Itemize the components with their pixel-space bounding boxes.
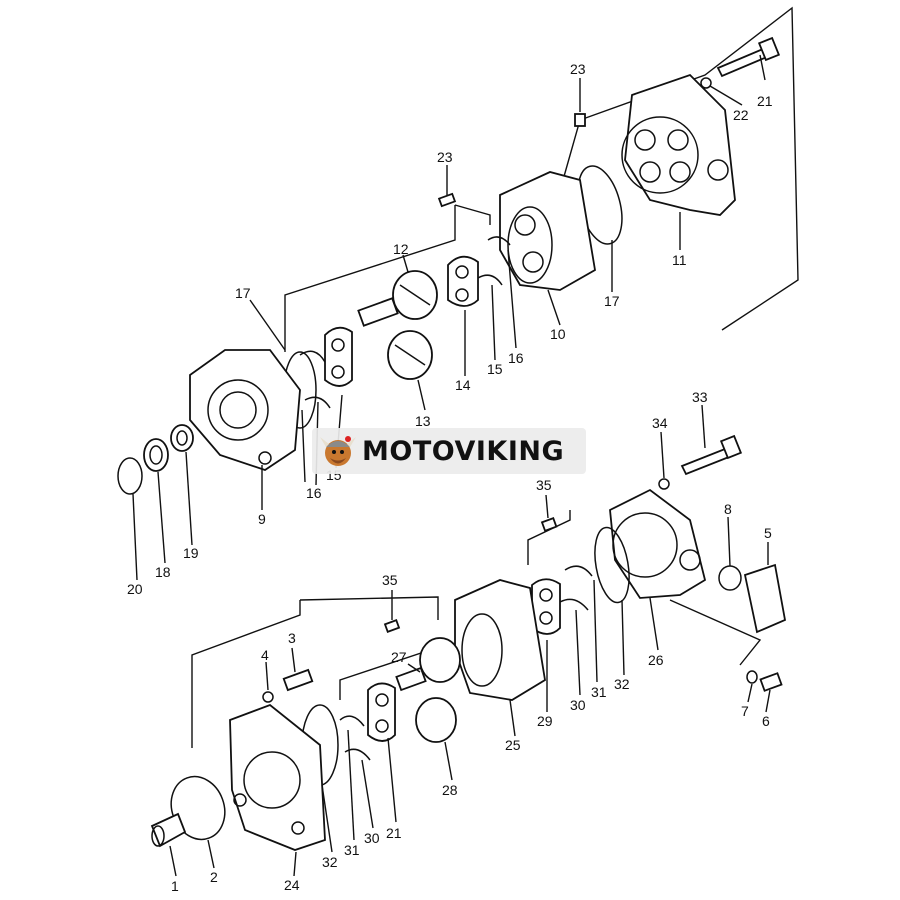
seal-15-front (304, 396, 331, 409)
part-label: 8 (724, 501, 732, 517)
part-label: 17 (604, 293, 620, 309)
part-label: 31 (344, 842, 360, 858)
wear-plate-front (324, 326, 353, 387)
bolt-21 (716, 36, 781, 78)
part-label: 25 (505, 737, 521, 753)
wear-plate-29 (531, 578, 561, 635)
part-label: 31 (591, 684, 607, 700)
part-label: 24 (284, 877, 300, 893)
part-label: 35 (536, 477, 552, 493)
ring-34 (658, 478, 670, 490)
brand-watermark: MOTOVIKING (312, 428, 586, 474)
seal-16-upper (487, 236, 511, 246)
drive-gear-27 (395, 637, 461, 692)
part-label: 22 (733, 107, 749, 123)
lower-bracket-lines (191, 510, 762, 748)
part-label: 13 (415, 413, 431, 429)
part-label: 20 (127, 581, 143, 597)
part-label: 21 (386, 825, 402, 841)
part-label: 1 (171, 878, 179, 894)
wear-plate-21 (367, 682, 396, 742)
part-label: 4 (261, 647, 269, 663)
part-label: 11 (672, 252, 687, 268)
leader-lines (132, 54, 771, 877)
oil-seal-18 (143, 438, 169, 472)
viking-logo-icon (320, 436, 356, 466)
bolt-3 (282, 668, 314, 692)
part-label: 29 (537, 713, 553, 729)
part-label: 3 (288, 630, 296, 646)
seal-16-front (299, 350, 326, 363)
part-label: 6 (762, 713, 770, 729)
wear-plate-14 (447, 255, 479, 307)
washer-4 (262, 691, 274, 703)
part-label: 28 (442, 782, 458, 798)
part-label: 23 (570, 61, 586, 77)
lower-part-labels: 33 34 35 8 5 35 3 4 27 26 29 30 31 32 25… (171, 389, 772, 894)
part-label: 9 (258, 511, 266, 527)
part-label: 12 (393, 241, 409, 257)
part-label: 10 (550, 326, 566, 342)
seal-31-rear (564, 565, 593, 577)
part-label: 27 (391, 649, 407, 665)
upper-part-labels: 23 21 22 23 11 17 12 10 17 14 15 16 13 9… (127, 61, 773, 597)
snap-ring-20 (117, 457, 143, 495)
part-label: 32 (614, 676, 630, 692)
part-label: 21 (757, 93, 773, 109)
part-label: 16 (306, 485, 322, 501)
washer-7 (746, 670, 758, 684)
part-label: 32 (322, 854, 338, 870)
front-cover-9 (189, 349, 301, 471)
pin-23-front (437, 192, 457, 208)
cover-plate-5 (743, 563, 787, 634)
bolt-33 (680, 434, 743, 476)
part-label: 5 (764, 525, 772, 541)
drive-gear-12 (357, 270, 438, 327)
seal-31-front (339, 715, 365, 727)
part-label: 18 (155, 564, 171, 580)
flange-24 (229, 703, 326, 851)
part-label: 33 (692, 389, 708, 405)
oring-8 (718, 565, 742, 591)
part-label: 2 (210, 869, 218, 885)
part-label: 17 (235, 285, 251, 301)
ring-19 (170, 424, 194, 452)
part-label: 14 (455, 377, 471, 393)
pin-35-rear (540, 517, 558, 532)
gear-housing-10 (499, 171, 596, 291)
rear-cover-11 (621, 73, 736, 216)
part-label: 35 (382, 572, 398, 588)
seal-30-rear (559, 598, 589, 611)
gear-housing-25 (454, 579, 546, 701)
driven-gear-28 (415, 697, 457, 743)
sleeve-1 (150, 812, 187, 848)
part-label: 30 (570, 697, 586, 713)
part-label: 7 (741, 703, 749, 719)
seal-15-upper (477, 274, 503, 286)
bolt-6 (759, 672, 783, 692)
part-label: 23 (437, 149, 453, 165)
part-label: 16 (508, 350, 524, 366)
oring-32-rear (594, 526, 630, 604)
part-label: 19 (183, 545, 199, 561)
seal-30-front (344, 748, 371, 761)
brand-name: MOTOVIKING (362, 435, 565, 467)
part-label: 34 (652, 415, 668, 431)
pin-23-rear (574, 113, 586, 127)
pin-35-front (383, 619, 401, 633)
rear-cover-26 (609, 488, 707, 599)
part-label: 15 (487, 361, 503, 377)
upper-bracket-lines (284, 6, 799, 483)
part-label: 30 (364, 830, 380, 846)
part-label: 26 (648, 652, 664, 668)
driven-gear-13 (387, 330, 433, 380)
ring-22 (700, 77, 712, 89)
